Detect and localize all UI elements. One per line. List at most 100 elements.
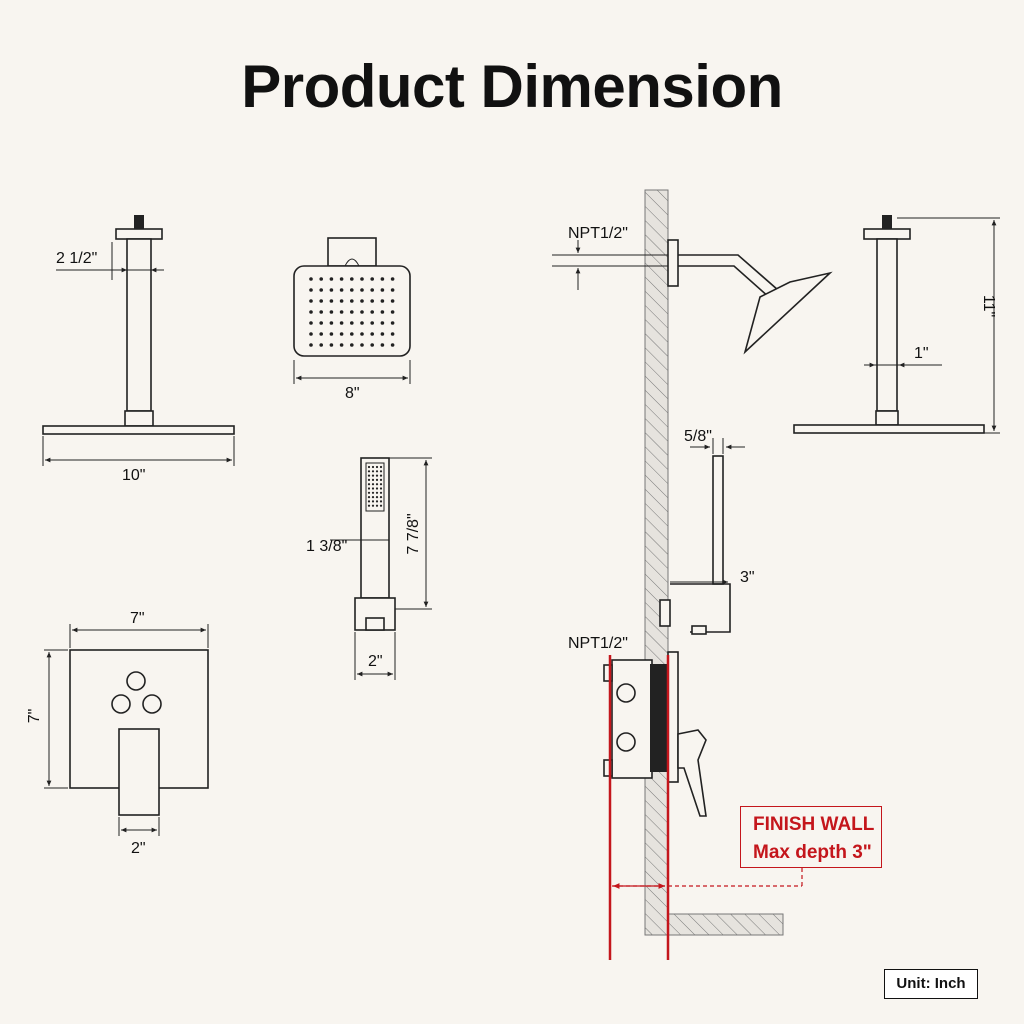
ceiling-shower-right: 11" 1": [793, 215, 1000, 434]
nozzle-dot: [319, 288, 324, 292]
nozzle-dot: [370, 288, 375, 292]
handshower-nozzle-dot: [371, 470, 375, 473]
holder-width-label: 2": [368, 653, 383, 670]
nozzle-dot: [370, 332, 375, 336]
handshower-nozzle-dot: [367, 496, 371, 499]
nozzle-dot: [350, 310, 354, 314]
handshower-nozzle-dot: [379, 478, 383, 481]
handshower-nozzle-dot: [367, 483, 371, 486]
handshower-nozzle-dot: [371, 465, 375, 469]
trim-plate: 7" 7" 2": [26, 610, 209, 857]
nozzle-dot: [309, 299, 313, 303]
nozzle-dot: [370, 310, 375, 314]
handshower-nozzle-dot: [371, 500, 375, 503]
nozzle-dot: [370, 343, 375, 347]
handshower-nozzle-dot: [379, 470, 383, 473]
unit-label: Unit: Inch: [884, 969, 978, 999]
rail-depth-label: 3": [740, 569, 755, 586]
handshower-nozzle-dot: [375, 487, 379, 490]
handshower-nozzle-dot: [375, 478, 379, 481]
handshower-nozzle-dot: [379, 504, 383, 507]
nozzle-dot: [350, 277, 354, 281]
ceiling-height-label: 11": [980, 295, 997, 317]
nozzle-dot: [309, 332, 313, 336]
arm-diameter-label: 2 1/2": [56, 250, 97, 267]
handshower-nozzle-dot: [375, 465, 379, 469]
handshower-nozzle-dot: [367, 504, 371, 507]
nozzle-dot: [380, 343, 385, 347]
nozzle-dot: [309, 310, 313, 314]
handshower-nozzle-dot: [371, 487, 375, 490]
handshower-nozzle-dot: [375, 474, 379, 477]
handshower-nozzle-dot: [371, 478, 375, 481]
nozzle-dot: [309, 321, 313, 325]
handshower-length-label: 7 7/8": [405, 513, 422, 554]
handshower-nozzle-dot: [375, 491, 379, 494]
handshower-nozzle-dot: [375, 504, 379, 507]
nozzle-dot: [319, 277, 324, 281]
handshower-nozzle-dot: [375, 500, 379, 503]
nozzle-dot: [350, 321, 354, 325]
nozzle-dot: [309, 343, 313, 347]
nozzle-dot: [329, 321, 334, 325]
nozzle-dot: [360, 288, 364, 292]
nozzle-dot: [329, 277, 334, 281]
nozzle-dot: [339, 277, 344, 281]
nozzle-dot: [390, 343, 395, 347]
handshower-nozzle-dot: [379, 487, 383, 490]
ceiling-shower-left: 2 1/2" 10": [42, 215, 235, 484]
handshower-nozzle-dot: [379, 500, 383, 503]
head-width-large-label: 10": [122, 467, 145, 484]
nozzle-dot: [329, 332, 334, 336]
npt-valve-label: NPT1/2": [568, 635, 628, 652]
nozzle-dot: [329, 310, 334, 314]
trim-height-label: 7": [26, 709, 43, 724]
nozzle-dot: [360, 343, 364, 347]
handshower-nozzle-dot: [375, 483, 379, 486]
handshower-nozzle-dot: [379, 483, 383, 486]
nozzle-dot: [350, 299, 354, 303]
nozzle-dot: [380, 277, 385, 281]
npt-top-label: NPT1/2": [568, 225, 628, 242]
trim-width-label: 7": [130, 610, 145, 627]
handshower-nozzle-dot: [379, 496, 383, 499]
nozzle-dot: [319, 321, 324, 325]
nozzle-dot: [319, 343, 324, 347]
finish-wall-title: FINISH WALL: [753, 814, 875, 835]
nozzle-dot: [339, 321, 344, 325]
nozzle-dot: [380, 310, 385, 314]
head-width-small-label: 8": [345, 385, 360, 402]
nozzle-dot: [309, 288, 313, 292]
nozzle-dot: [329, 343, 334, 347]
nozzle-dot: [380, 288, 385, 292]
nozzle-dot: [370, 277, 375, 281]
handshower-nozzle-dot: [367, 491, 371, 494]
nozzle-dot: [360, 299, 364, 303]
handshower-nozzle-dot: [375, 496, 379, 499]
nozzle-dot: [350, 288, 354, 292]
handshower-nozzle-dot: [371, 496, 375, 499]
wall-section: NPT1/2" 5/8" 3" NPT1/2": [552, 189, 833, 960]
nozzle-dot: [360, 321, 364, 325]
nozzle-dot: [350, 332, 354, 336]
nozzle-dot: [319, 310, 324, 314]
handshower-nozzle-dot: [367, 478, 371, 481]
nozzle-dot: [380, 299, 385, 303]
nozzle-dot: [339, 299, 344, 303]
nozzle-dot: [339, 332, 344, 336]
nozzle-dot: [390, 332, 395, 336]
nozzle-dot: [339, 310, 344, 314]
handshower-width-label: 1 3/8": [306, 538, 347, 555]
handshower-nozzle-dot: [379, 491, 383, 494]
handshower-nozzle-dot: [371, 504, 375, 507]
nozzle-dot: [390, 299, 395, 303]
finish-wall-note: FINISH WALL Max depth 3": [740, 806, 882, 868]
page-title: Product Dimension: [241, 53, 783, 120]
handle-width-label: 2": [131, 840, 146, 857]
nozzle-dot: [360, 332, 364, 336]
nozzle-dot: [390, 277, 395, 281]
nozzle-dot: [370, 299, 375, 303]
handshower-nozzle-dot: [379, 474, 383, 477]
handshower-nozzle-dot: [367, 465, 371, 469]
